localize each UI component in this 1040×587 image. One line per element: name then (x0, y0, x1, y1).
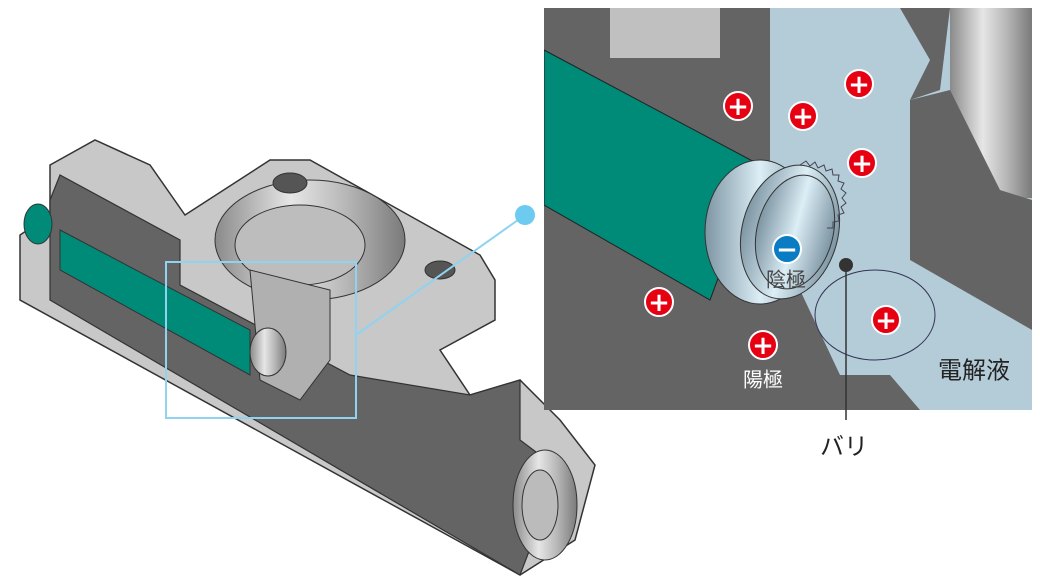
plus-ion-icon: + (847, 148, 877, 179)
plus-ion-icon: + (644, 287, 674, 318)
anode-label: 陽極 (743, 367, 783, 392)
plus-ion-icon: + (871, 305, 901, 336)
plus-ion-icon: + (748, 330, 778, 361)
callout-dot (515, 205, 535, 225)
highlight-box (165, 261, 357, 419)
callout-line (355, 214, 526, 336)
plus-ion-icon: + (844, 69, 874, 100)
burr-marker (839, 258, 853, 272)
burr-label: バリ (820, 432, 868, 461)
electrolyte-label: 電解液 (938, 356, 1010, 385)
plus-ion-icon: + (788, 101, 818, 132)
minus-ion-icon: − (772, 234, 802, 265)
part-cross-section (19, 139, 596, 576)
cathode-label: 陰極 (766, 267, 806, 292)
plus-ion-icon: + (723, 91, 753, 122)
magnified-inset (544, 8, 1032, 410)
